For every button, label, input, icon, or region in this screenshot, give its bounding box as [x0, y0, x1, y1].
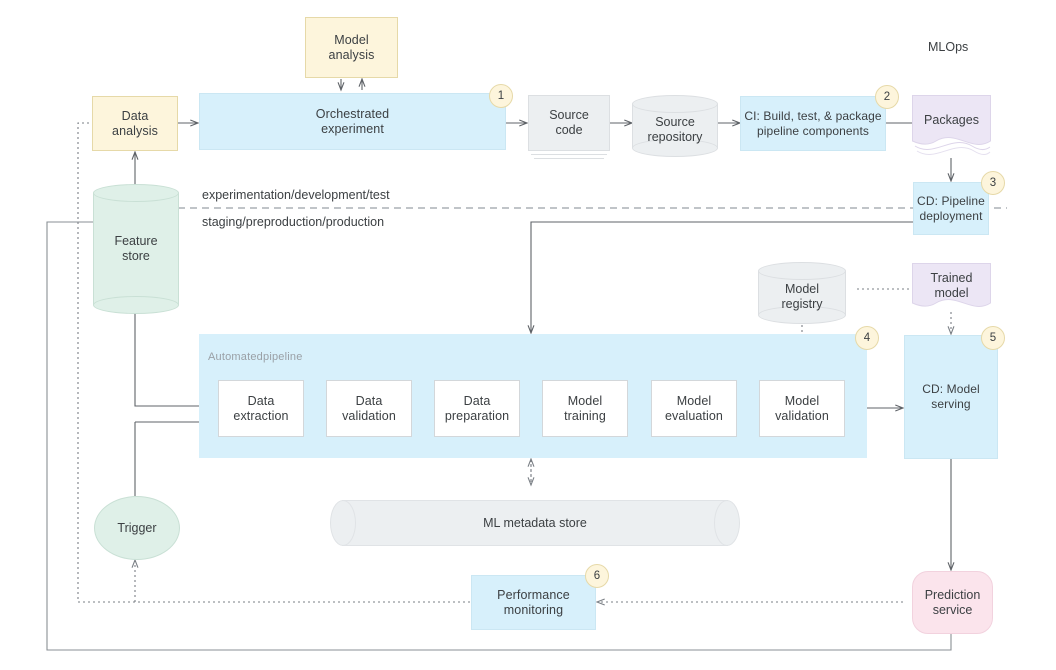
diagram-title: MLOps [928, 40, 969, 54]
node-model-registry[interactable]: Model registry [758, 262, 846, 324]
node-data-extraction[interactable]: Data extraction [218, 380, 304, 437]
node-cd-pipeline-deployment[interactable]: CD: Pipeline deployment [913, 182, 989, 235]
source-code-label: Source code [528, 95, 610, 151]
node-orchestrated-experiment[interactable]: Orchestrated experiment [199, 93, 506, 150]
automated-pipeline-label: Automatedpipeline [208, 351, 303, 363]
stack-line-1 [531, 154, 607, 155]
ml-metadata-store-label: ML metadata store [483, 516, 587, 530]
badge-6: 6 [585, 564, 609, 588]
node-feature-store[interactable]: Feature store [93, 184, 179, 314]
node-source-repository[interactable]: Source repository [632, 95, 718, 157]
cylinder-bottom [758, 306, 846, 324]
stack-line-2 [534, 158, 604, 159]
node-model-validation[interactable]: Model validation [759, 380, 845, 437]
automated-pipeline-container [199, 334, 867, 458]
packages-label: Packages [924, 113, 979, 127]
node-model-analysis[interactable]: Model analysis [305, 17, 398, 78]
cylinder-top [758, 262, 846, 280]
trained-model-shape [912, 263, 991, 307]
node-trigger[interactable]: Trigger [94, 496, 180, 560]
cylinder-body [93, 193, 179, 305]
cylinder-top [632, 95, 718, 113]
badge-1: 1 [489, 84, 513, 108]
badge-4: 4 [855, 326, 879, 350]
node-data-analysis[interactable]: Data analysis [92, 96, 178, 151]
disk-body [342, 500, 728, 546]
cylinder-top [93, 184, 179, 202]
model-registry-label: Model registry [781, 281, 823, 311]
badge-2: 2 [875, 85, 899, 109]
node-packages[interactable]: Packages [912, 95, 991, 159]
node-model-training[interactable]: Model training [542, 380, 628, 437]
disk-left-cap [330, 500, 356, 546]
node-ci-build[interactable]: CI: Build, test, & package pipeline comp… [740, 96, 886, 151]
node-data-preparation[interactable]: Data preparation [434, 380, 520, 437]
trained-model-label: Trained model [930, 271, 973, 300]
node-source-code[interactable]: Source code [528, 95, 610, 161]
source-repository-label: Source repository [647, 114, 703, 144]
zone-label-upper: experimentation/development/test [202, 188, 390, 202]
badge-3: 3 [981, 171, 1005, 195]
feature-store-label: Feature store [114, 234, 158, 263]
disk-right-cap [714, 500, 740, 546]
cylinder-bottom [93, 296, 179, 314]
zone-label-lower: staging/preproduction/production [202, 215, 385, 229]
node-data-validation[interactable]: Data validation [326, 380, 412, 437]
node-prediction-service[interactable]: Prediction service [912, 571, 993, 634]
cylinder-bottom [632, 139, 718, 157]
node-ml-metadata-store[interactable]: ML metadata store [330, 500, 740, 546]
node-trained-model[interactable]: Trained model [912, 263, 991, 315]
node-performance-monitoring[interactable]: Performance monitoring [471, 575, 596, 630]
badge-5: 5 [981, 326, 1005, 350]
node-model-evaluation[interactable]: Model evaluation [651, 380, 737, 437]
packages-shape [912, 95, 991, 155]
node-cd-model-serving[interactable]: CD: Model serving [904, 335, 998, 459]
